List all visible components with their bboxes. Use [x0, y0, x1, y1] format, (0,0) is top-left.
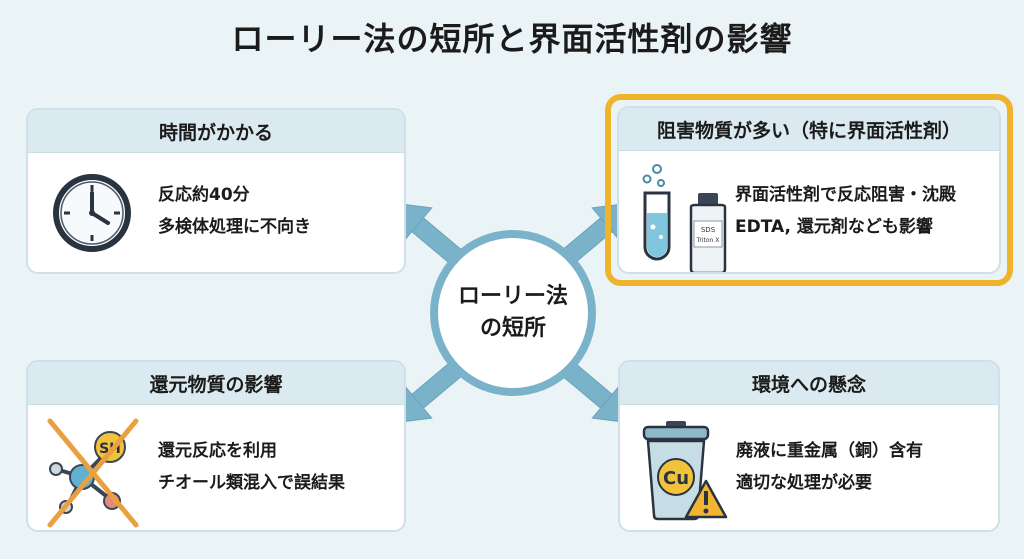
bottle-label-2: Triton X	[696, 237, 720, 244]
waste-bin-icon: Cu	[642, 421, 728, 521]
card-time-line2: 多検体処理に不向き	[158, 217, 311, 237]
card-reducing-line1: 還元反応を利用	[158, 441, 277, 461]
center-label-line1: ローリー法	[457, 284, 568, 309]
card-reducing-header: 還元物質の影響	[28, 362, 404, 405]
card-reducing-text: 還元反応を利用 チオール類混入で誤結果	[158, 435, 345, 499]
card-time-header: 時間がかかる	[28, 110, 404, 153]
card-time-text: 反応約40分 多検体処理に不向き	[158, 179, 311, 243]
reagent-bottle-icon: SDS Triton X	[689, 193, 727, 272]
page-title: ローリー法の短所と界面活性剤の影響	[231, 20, 793, 58]
card-inhibitor-header: 阻害物質が多い（特に界面活性剤）	[619, 108, 999, 151]
card-time-line1: 反応約40分	[158, 185, 250, 205]
center-label-line2: の短所	[479, 316, 546, 341]
card-inhibitor: 阻害物質が多い（特に界面活性剤） SDS Triton X 界面活性剤で反応阻害…	[617, 106, 1001, 274]
card-environment-text: 廃液に重金属（銅）含有 適切な処理が必要	[736, 435, 923, 499]
card-reducing: 還元物質の影響 SH 還元反応を利用 チオール類混入で誤結果	[26, 360, 406, 532]
center-circle: ローリー法 の短所	[430, 230, 596, 396]
card-environment: 環境への懸念 Cu 廃液に重金属（銅）含有 適切な処理が必要	[618, 360, 1000, 532]
card-environment-line2: 適切な処理が必要	[736, 473, 872, 493]
card-environment-header: 環境への懸念	[620, 362, 998, 405]
card-inhibitor-line1: 界面活性剤で反応阻害・沈殿	[735, 185, 956, 205]
card-environment-line1: 廃液に重金属（銅）含有	[736, 441, 923, 461]
highlight-border	[605, 94, 1013, 286]
bin-label: Cu	[663, 468, 689, 489]
card-reducing-line2: チオール類混入で誤結果	[158, 473, 345, 493]
card-inhibitor-line2: EDTA, 還元剤なども影響	[735, 217, 933, 237]
card-time: 時間がかかる 反応約40分 多検体処理に不向き	[26, 108, 406, 274]
clock-icon	[53, 174, 131, 252]
thiol-molecule-icon: SH	[47, 418, 139, 528]
bottle-label-1: SDS	[701, 226, 716, 234]
test-tube-icon	[642, 164, 671, 261]
card-inhibitor-text: 界面活性剤で反応阻害・沈殿 EDTA, 還元剤なども影響	[735, 179, 956, 243]
